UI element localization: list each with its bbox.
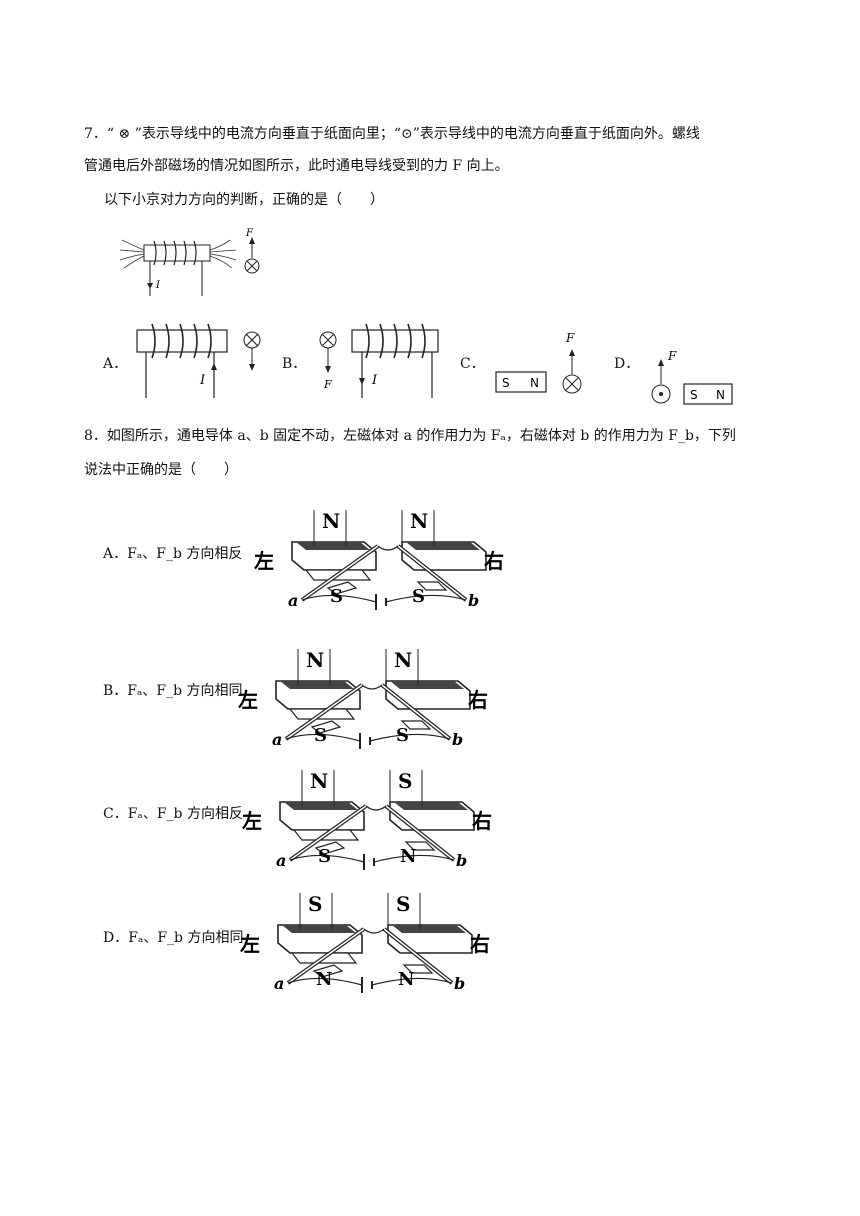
left-magnet-bottom-pole-face	[312, 964, 344, 978]
bottom-pole-left-label: S	[330, 586, 343, 607]
left-magnet-bottom-pole-face	[310, 720, 342, 734]
right-magnet-bottom-pole-face	[416, 581, 448, 591]
q7-option-a-label[interactable]: A．	[103, 356, 128, 372]
bottom-pole-left-label: S	[318, 846, 331, 867]
q7-d-south-pole: S	[690, 388, 698, 402]
q7-b-force-label: F	[323, 378, 332, 391]
q7-d-north-pole: N	[716, 388, 725, 402]
conductor-a-label: a	[288, 591, 298, 610]
q8-option-b-figure: N N S S 左 右 a b	[238, 648, 488, 749]
left-magnet-top-pole-face	[282, 925, 356, 933]
top-pole-left-label: S	[308, 892, 322, 916]
q8-stem-line1: 8．如图所示，通电导体 a、b 固定不动，左磁体对 a 的作用力为 Fₐ，右磁体…	[84, 428, 736, 444]
bottom-pole-right-label: N	[398, 969, 414, 990]
right-magnet-bottom-pole-face	[402, 964, 434, 974]
left-magnet-bottom-pole-face	[326, 581, 358, 595]
q7-d-force-label: F	[667, 349, 677, 363]
left-magnet-top-pole-face	[296, 542, 370, 550]
right-magnet-top-pole-face	[394, 802, 468, 810]
conductor-a-label: a	[272, 730, 282, 749]
bottom-pole-right-label: S	[412, 586, 425, 607]
top-pole-right-label: N	[394, 648, 412, 672]
q8-option-a-label[interactable]: A．Fₐ、F_b 方向相反	[103, 546, 243, 562]
bottom-pole-right-label: N	[400, 846, 416, 867]
top-pole-left-label: N	[322, 509, 340, 533]
right-magnet-top-pole-face	[392, 925, 466, 933]
conductor-b-label: b	[456, 851, 467, 870]
q8-option-c-figure: N S S N 左 右 a b	[242, 769, 492, 870]
q7-option-b-figure: F I	[319, 323, 439, 398]
left-magnet-top-pole-face	[284, 802, 358, 810]
q7-a-current-label: I	[199, 373, 206, 388]
bottom-pole-left-label: N	[316, 969, 332, 990]
right-magnet-label: 右	[468, 688, 488, 712]
conductor-a-label: a	[274, 974, 284, 993]
right-magnet-top-pole-face	[406, 542, 480, 550]
right-magnet-top-pole-face	[390, 681, 464, 689]
left-magnet-label: 左	[242, 809, 262, 833]
q7-option-d-label[interactable]: D．	[614, 356, 640, 372]
q7-c-south-pole: S	[502, 376, 510, 390]
left-magnet-label: 左	[238, 688, 258, 712]
conductor-a-label: a	[276, 851, 286, 870]
q7-c-force-label: F	[565, 331, 575, 345]
q7-stem-line3: 以下小京对力方向的判断，正确的是（ ）	[104, 192, 384, 208]
q7-reference-figure: I F	[119, 228, 260, 296]
left-magnet-top-pole-face	[280, 681, 354, 689]
q7-option-c-figure: S N F	[495, 331, 582, 394]
right-magnet-label: 右	[472, 809, 492, 833]
q8-option-d-figure: S S N N 左 右 a b	[240, 892, 490, 993]
connecting-wire	[363, 928, 385, 934]
right-magnet-label: 右	[484, 549, 504, 573]
q7-stem-line1: 7．“ ⊗ ”表示导线中的电流方向垂直于纸面向里；“⊙”表示导线中的电流方向垂直…	[84, 126, 700, 142]
q7-c-north-pole: N	[530, 376, 539, 390]
top-pole-left-label: N	[306, 648, 324, 672]
q7-b-current-label: I	[371, 373, 378, 388]
q7-option-a-figure: I	[136, 323, 261, 398]
q7-option-d-figure: F S N	[651, 349, 733, 405]
bottom-pole-right-label: S	[396, 725, 409, 746]
conductor-b-label: b	[452, 730, 463, 749]
q7-stem-line2: 管通电后外部磁场的情况如图所示，此时通电导线受到的力 F 向上。	[84, 158, 509, 174]
q8-option-c-label[interactable]: C．Fₐ、F_b 方向相反	[103, 806, 243, 822]
conductor-b-label: b	[454, 974, 465, 993]
bottom-pole-left-label: S	[314, 725, 327, 746]
left-magnet-bottom-pole-face	[314, 841, 346, 855]
connecting-wire	[365, 805, 387, 811]
q7-ref-current-label: I	[155, 280, 161, 291]
top-pole-right-label: S	[398, 769, 412, 793]
right-magnet-bottom-pole-face	[404, 841, 436, 851]
left-magnet-label: 左	[240, 932, 260, 956]
connecting-wire	[377, 545, 399, 551]
conductor-b-label: b	[468, 591, 479, 610]
q8-option-d-label[interactable]: D．Fₐ、F_b 方向相同	[103, 930, 244, 946]
q7-option-c-label[interactable]: C．	[460, 356, 485, 372]
q7-option-b-label[interactable]: B．	[282, 356, 307, 372]
q8-option-b-label[interactable]: B．Fₐ、F_b 方向相同	[103, 683, 243, 699]
right-magnet-bottom-pole-face	[400, 720, 432, 730]
q7-ref-force-label: F	[245, 228, 254, 239]
q8-stem-line2: 说法中正确的是（ ）	[84, 462, 238, 478]
q8-option-a-figure: N N S S 左 右 a b	[254, 509, 504, 610]
top-pole-left-label: N	[310, 769, 328, 793]
right-magnet-label: 右	[470, 932, 490, 956]
left-magnet-label: 左	[254, 549, 274, 573]
top-pole-right-label: S	[396, 892, 410, 916]
top-pole-right-label: N	[410, 509, 428, 533]
connecting-wire	[361, 684, 383, 690]
